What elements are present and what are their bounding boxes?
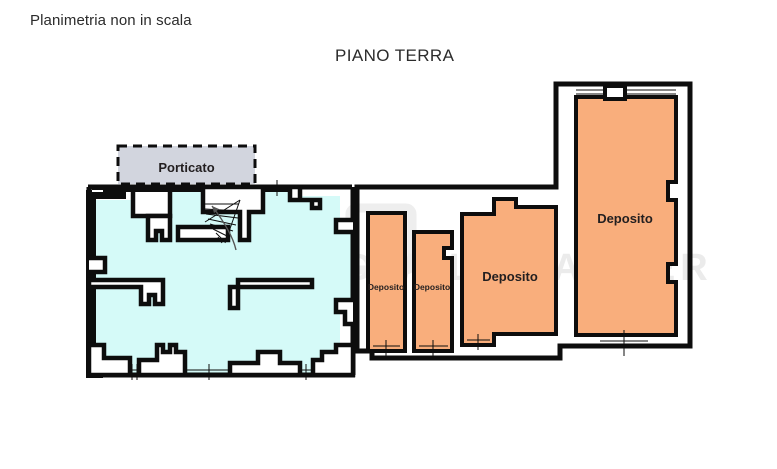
- deposito-4: Deposito: [574, 84, 678, 356]
- deposito-2-outline: [412, 230, 454, 353]
- deposito-4-top-opening: [576, 84, 676, 101]
- deposito-1-outline: [366, 211, 407, 353]
- deposito-3: Deposito: [460, 197, 558, 350]
- bottom-bump-3: [227, 349, 303, 378]
- partition-middle-right: [227, 277, 315, 311]
- window-markers-bottom: [130, 364, 313, 380]
- stair-arrow-head: [212, 206, 219, 213]
- wall-notch-left: [89, 255, 108, 275]
- porticato-outline: [116, 144, 257, 186]
- deposito-3-outline: [460, 197, 558, 347]
- bottom-bump-1: [86, 342, 133, 378]
- deposito-3-label: Deposito: [482, 269, 538, 284]
- bottom-bump-4: [310, 342, 356, 378]
- deposito-4-outline: [574, 95, 678, 337]
- area-porticato: Porticato: [116, 144, 257, 186]
- deposito-1: Deposito: [366, 211, 407, 356]
- deposito-4-window-marker: [600, 330, 648, 356]
- deposito-1-window-marker: [373, 340, 400, 356]
- window-marker-top: [263, 180, 290, 196]
- page-title: PIANO TERRA: [335, 46, 455, 65]
- partition-upper-left-2: [145, 213, 173, 243]
- deposito-2-window-marker: [419, 340, 448, 356]
- area-warehouse-complex: Deposito Deposito Deposito: [354, 81, 693, 361]
- wall-notch-right-lower: [333, 297, 353, 327]
- staircase-enclosure: [200, 184, 266, 243]
- bottom-bump-2: [136, 342, 188, 378]
- deposito-2-label: Deposito: [414, 282, 450, 292]
- deposito-3-window-marker: [467, 334, 490, 350]
- deposito-2: Deposito: [412, 230, 454, 356]
- partition-upper-left-1: [130, 192, 173, 219]
- area-residence: [86, 180, 356, 380]
- wall-notch-right-upper: [333, 217, 353, 235]
- porticato-label: Porticato: [158, 160, 214, 175]
- partition-upper-left-stub: [92, 192, 126, 199]
- partition-middle-left: [86, 277, 166, 307]
- staircase-treads: [204, 199, 241, 251]
- scale-note: Planimetria non in scala: [30, 12, 192, 29]
- partition-upper-right: [287, 184, 323, 211]
- deposito-4-label: Deposito: [597, 211, 653, 226]
- deposito-1-label: Deposito: [368, 282, 404, 292]
